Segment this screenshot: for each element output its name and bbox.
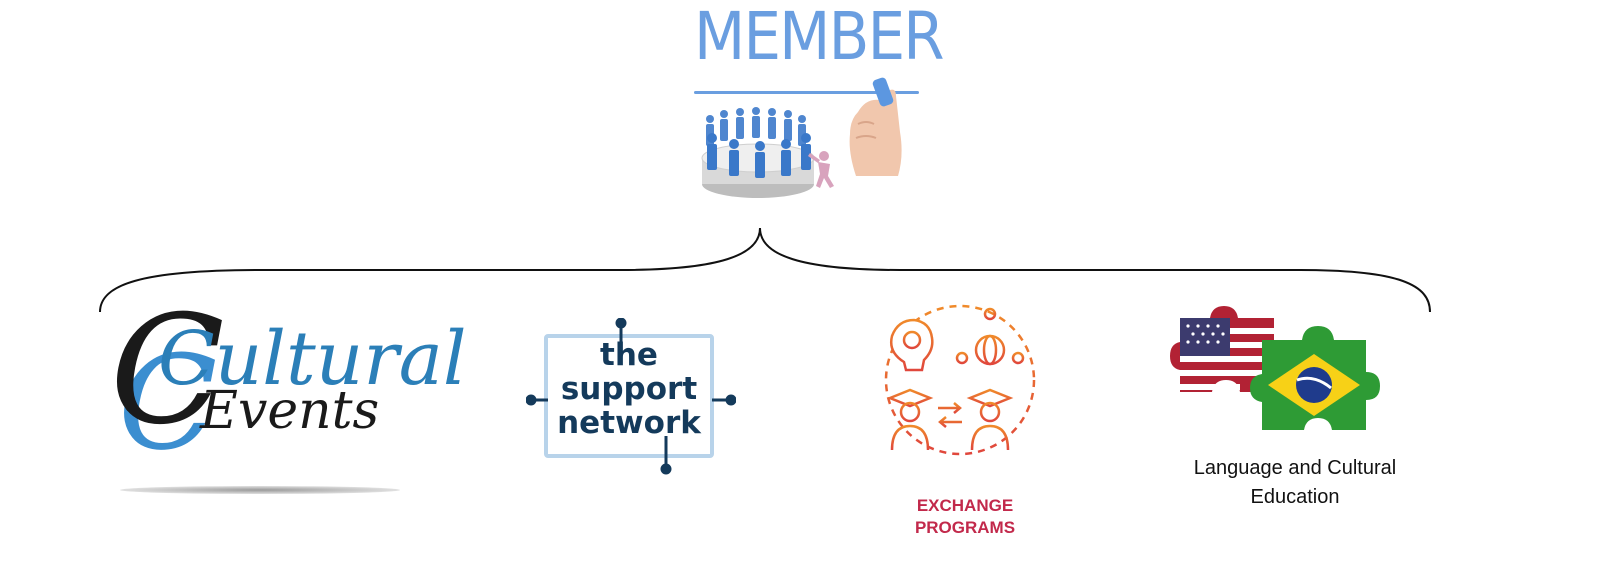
exchange-caption-line2: PROGRAMS	[914, 518, 1016, 537]
language-caption-line2: Education	[1250, 486, 1340, 508]
support-word-the: the	[600, 337, 658, 373]
support-word-network: network	[557, 405, 701, 441]
support-box-frame	[544, 334, 714, 458]
member-title: MEMBER	[694, 0, 945, 75]
member-community-illustration	[701, 77, 902, 198]
cultural-word: Cultural	[158, 316, 467, 402]
exchange-programs-caption: EXCHANGE PROGRAMS	[880, 495, 1050, 539]
member-underline	[694, 91, 919, 94]
logo-shadow	[120, 486, 400, 494]
language-education-caption: Language and Cultural Education	[1175, 454, 1415, 512]
language-caption-line1: Language and Cultural	[1193, 457, 1397, 479]
exchange-programs-icon	[884, 304, 1036, 456]
exchange-caption-line1: EXCHANGE	[916, 496, 1014, 515]
support-network-text: the support network	[544, 338, 714, 440]
events-initial: C	[118, 327, 218, 479]
events-word: Events	[200, 381, 380, 441]
support-word-support: support	[560, 371, 698, 407]
circuit-lines-icon	[526, 318, 736, 475]
usa-brazil-puzzle-icon	[1170, 306, 1380, 430]
cultural-initial: C	[110, 284, 225, 458]
